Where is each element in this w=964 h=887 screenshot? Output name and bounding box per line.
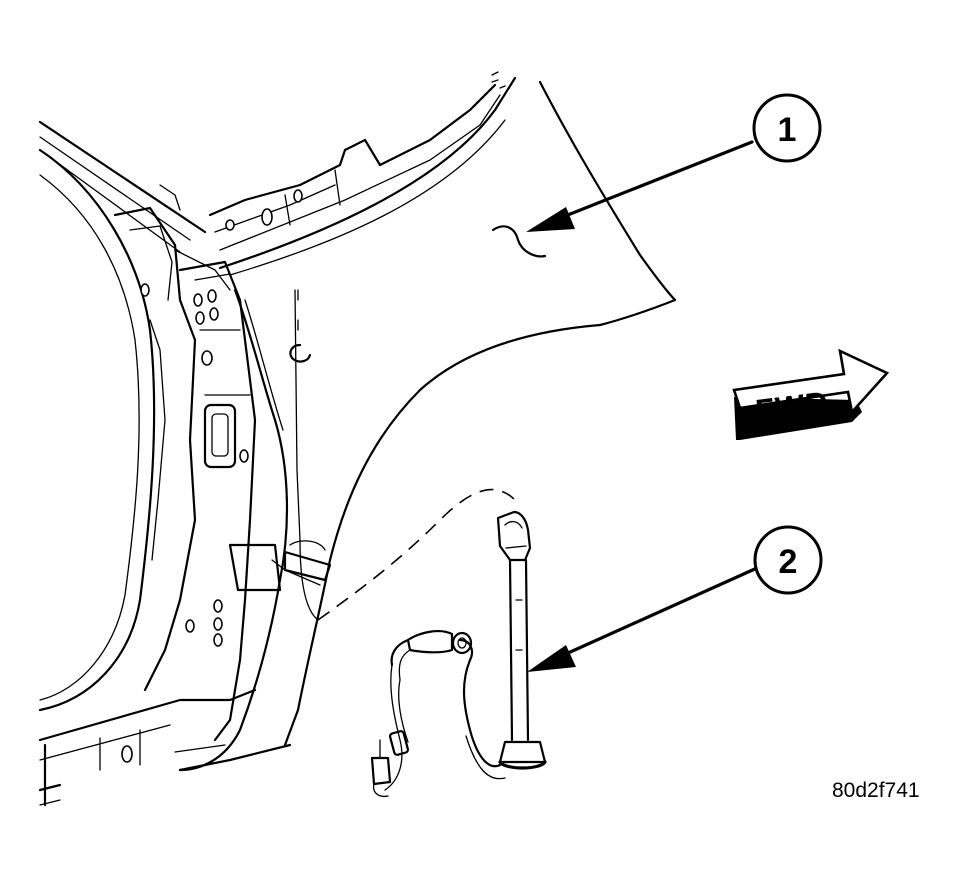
figure-id-label: 80d2f741: [832, 779, 920, 802]
callout-2: 2: [527, 525, 823, 672]
callout-1-circle: [752, 93, 822, 163]
body-structure: [38, 83, 501, 807]
cable-route: [271, 289, 516, 621]
quarter-panel: [174, 71, 677, 772]
antenna-assembly: [370, 510, 547, 798]
callout-1-leader-line: [543, 140, 754, 226]
callout-2-leader-line: [546, 566, 759, 664]
forward-arrow-shadow: [734, 397, 862, 440]
callout-2-number: 2: [779, 543, 798, 581]
callout-1: 1: [526, 93, 822, 232]
forward-direction-arrow: FWD: [732, 348, 890, 440]
forward-arrow-shape: [732, 348, 890, 415]
callout-2-circle: [753, 525, 823, 595]
callout-1-arrowhead: [526, 207, 575, 232]
callout-1-number: 1: [778, 111, 797, 149]
callout-2-arrowhead: [527, 645, 576, 672]
